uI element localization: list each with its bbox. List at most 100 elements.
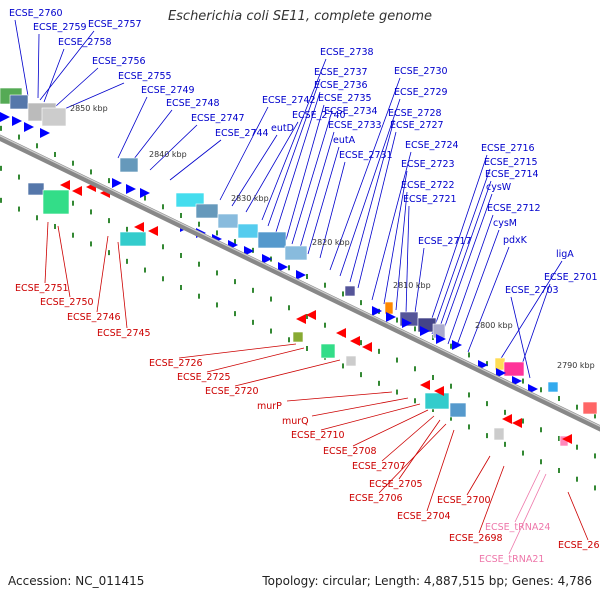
tick-dot-inner	[576, 476, 578, 482]
reverse-gene-label: ECSE_2704	[397, 511, 451, 522]
tick-dot-inner	[306, 345, 308, 351]
forward-gene-label: ECSE_2735	[318, 93, 372, 104]
reverse-gene-arrow	[350, 336, 360, 346]
genome-backbone	[0, 134, 600, 432]
tick-dot-inner	[594, 485, 596, 491]
forward-gene-label: ECSE_2716	[481, 143, 535, 154]
forward-leader-line	[61, 82, 125, 111]
map-title: Escherichia coli SE11, complete genome	[167, 9, 433, 24]
gene-block	[284, 245, 308, 261]
tick-dot-outer	[54, 151, 56, 157]
tick-dot-outer	[288, 265, 290, 271]
reverse-gene-label: ECSE_2750	[40, 297, 94, 308]
tick-dot-middle	[558, 435, 560, 441]
tick-dot-middle	[18, 174, 20, 180]
reverse-leader-line	[44, 221, 49, 284]
forward-gene-arrow	[40, 128, 50, 138]
gene-block	[41, 107, 67, 127]
forward-gene-arrow	[12, 116, 22, 126]
gene-block	[119, 231, 147, 247]
tick-dot-middle	[594, 453, 596, 459]
forward-gene-label: ECSE_2747	[191, 113, 245, 124]
tick-label: 2830 kbp	[231, 194, 269, 203]
forward-gene-arrow	[420, 326, 430, 336]
tick-dot-middle	[432, 374, 434, 380]
tick-dot-inner	[108, 250, 110, 256]
tick-dot-outer	[162, 204, 164, 210]
forward-gene-label: ECSE_2717	[418, 236, 472, 247]
gene-block	[424, 392, 450, 410]
tick-dot-middle	[198, 261, 200, 267]
reverse-leader-line	[117, 241, 128, 329]
tick-dot-inner	[414, 398, 416, 404]
gene-block	[449, 402, 467, 418]
tick-dot-middle	[540, 427, 542, 433]
rna-leader-line	[514, 469, 541, 523]
tick-dot-outer	[18, 134, 20, 140]
reverse-gene-label: ECSE_2705	[369, 479, 423, 490]
forward-gene-arrow	[452, 340, 462, 350]
tick-dot-middle	[378, 348, 380, 354]
forward-gene-label: ECSE_2755	[118, 71, 172, 82]
tick-dot-inner	[18, 206, 20, 212]
forward-leader-line	[455, 229, 500, 349]
reverse-gene-label: ECSE_2720	[205, 386, 259, 397]
tick-label: 2850 kbp	[70, 104, 108, 113]
tick-dot-middle	[0, 165, 2, 171]
tick-dot-outer	[198, 221, 200, 227]
tick-dot-outer	[594, 413, 596, 419]
forward-gene-label: ECSE_2742	[262, 95, 316, 106]
forward-gene-label: ECSE_2759	[33, 22, 87, 33]
reverse-leader-line	[57, 225, 71, 298]
reverse-leader-line	[426, 429, 455, 512]
forward-gene-label: ECSE_2714	[485, 169, 539, 180]
forward-gene-label: ECSE_2727	[390, 120, 444, 131]
forward-leader-line	[43, 48, 65, 103]
reverse-leader-line	[320, 403, 421, 431]
tick-dot-outer	[108, 178, 110, 184]
tick-dot-inner	[450, 415, 452, 421]
tick-dot-outer	[0, 125, 2, 131]
tick-dot-outer	[522, 378, 524, 384]
forward-leader-line	[357, 131, 397, 289]
forward-leader-line	[319, 161, 346, 259]
rna-gene-label: ECSE_tRNA21	[479, 554, 544, 565]
forward-gene-arrow	[112, 178, 122, 188]
forward-gene-arrow	[402, 318, 412, 328]
tick-dot-outer	[72, 160, 74, 166]
forward-leader-line	[371, 151, 412, 301]
gene-block	[195, 203, 219, 219]
tick-dot-inner	[540, 459, 542, 465]
tick-dot-middle	[234, 279, 236, 285]
tick-dot-middle	[450, 383, 452, 389]
reverse-gene-arrow	[296, 314, 306, 324]
tick-dot-outer	[306, 273, 308, 279]
reverse-gene-arrow	[512, 418, 522, 428]
forward-leader-line	[117, 96, 148, 159]
forward-gene-arrow	[386, 312, 396, 322]
forward-gene-label: ECSE_2701	[544, 272, 598, 283]
tick-dot-inner	[522, 450, 524, 456]
reverse-gene-arrow	[502, 414, 512, 424]
tick-dot-middle	[108, 218, 110, 224]
forward-gene-label: ECSE_2712	[487, 203, 541, 214]
reverse-leader-line	[478, 465, 505, 534]
tick-dot-middle	[288, 305, 290, 311]
forward-leader-line	[383, 170, 408, 305]
forward-gene-label: ECSE_2756	[92, 56, 146, 67]
reverse-gene-label: ECSE_2710	[291, 430, 345, 441]
tick-dot-outer	[450, 343, 452, 349]
forward-leader-line	[129, 109, 173, 165]
reverse-gene-label: ECSE_2751	[15, 283, 69, 294]
gene-block	[119, 157, 139, 173]
reverse-leader-line	[234, 359, 341, 387]
reverse-gene-label: ECSE_2706	[349, 493, 403, 504]
gene-block	[217, 213, 239, 229]
forward-leader-line	[435, 180, 492, 339]
reverse-leader-line	[378, 423, 447, 494]
forward-gene-label: ECSE_2721	[403, 194, 457, 205]
tick-dot-inner	[468, 424, 470, 430]
tick-dot-inner	[144, 267, 146, 273]
forward-gene-label: ECSE_2728	[388, 108, 442, 119]
